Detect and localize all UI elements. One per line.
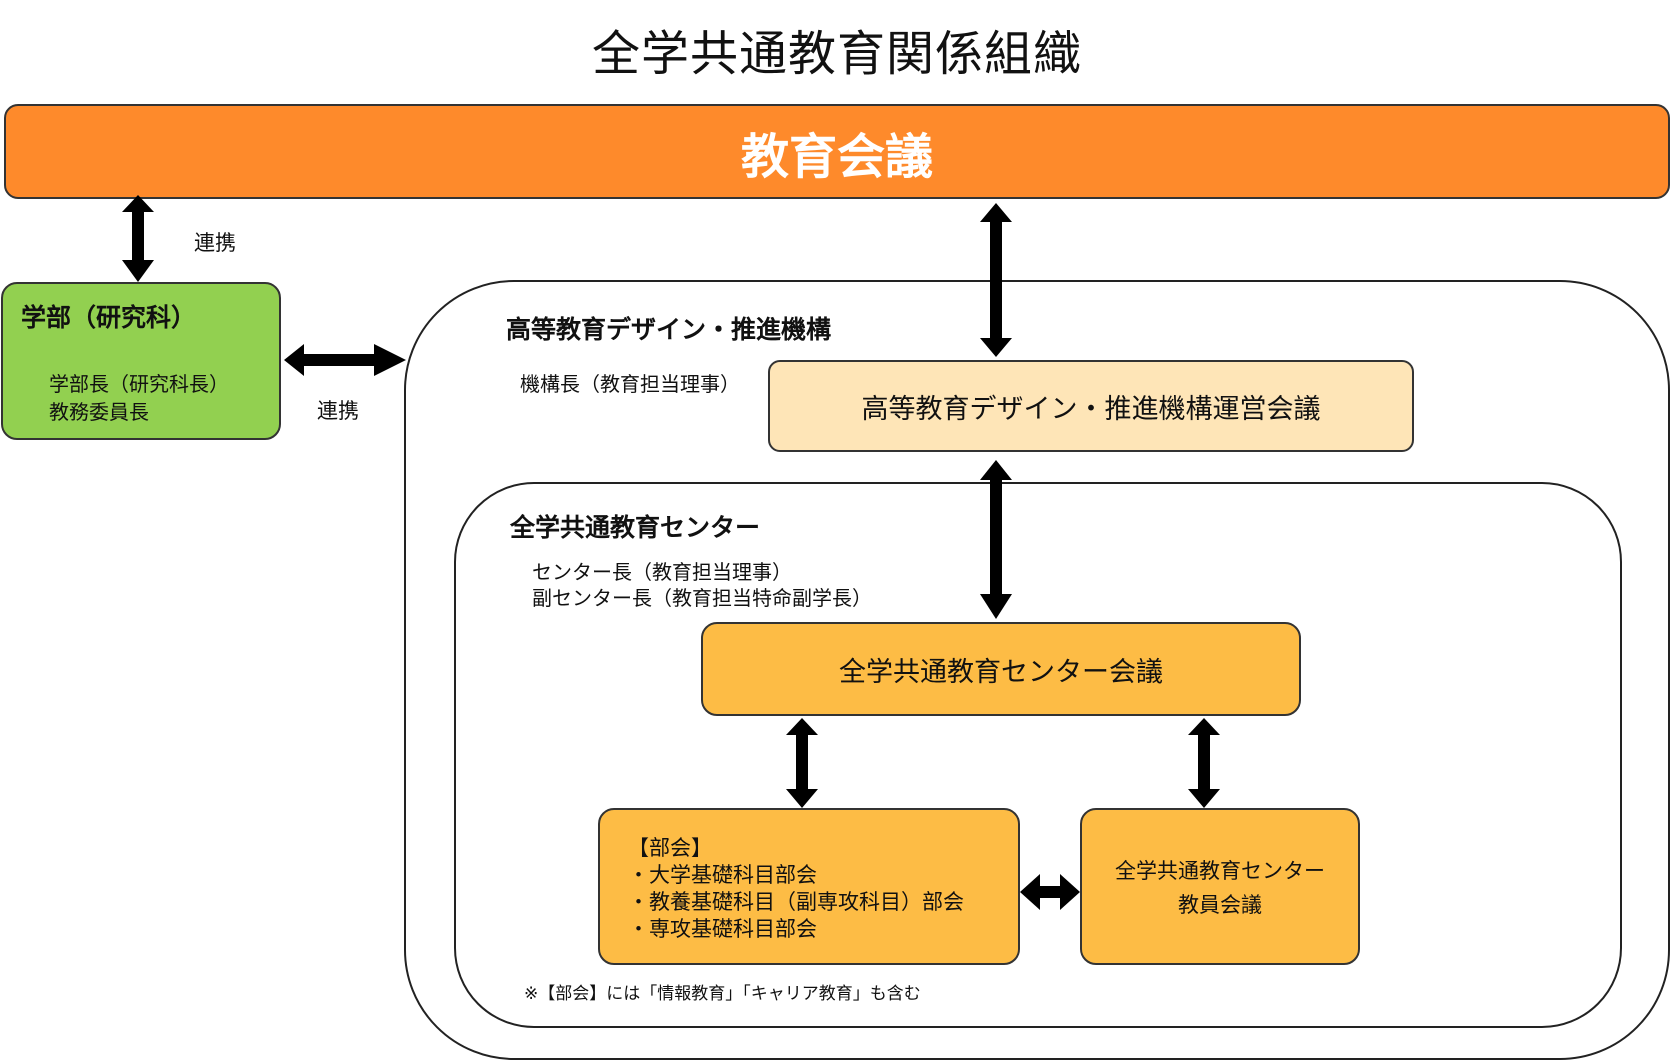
faculty-line-dean: 学部長（研究科長） bbox=[49, 372, 229, 396]
liaison-label-top: 連携 bbox=[194, 231, 236, 255]
arrow-center-subcommittee bbox=[786, 718, 818, 808]
faculty-line-committee: 教務委員長 bbox=[49, 400, 149, 424]
arrow-council-faculty bbox=[122, 195, 154, 282]
center-council-box: 全学共通教育センター会議 bbox=[701, 622, 1301, 716]
center-title: 全学共通教育センター bbox=[510, 513, 761, 542]
arrow-faculty-organization bbox=[284, 344, 406, 376]
arrow-center-faculty-council bbox=[1188, 718, 1220, 808]
arrow-council-organization bbox=[980, 203, 1012, 357]
subcommittee-box: 【部会】 ・大学基礎科目部会 ・教養基礎科目（副専攻科目）部会 ・専攻基礎科目部… bbox=[598, 808, 1020, 965]
organization-council-box: 高等教育デザイン・推進機構運営会議 bbox=[768, 360, 1414, 452]
center-council-label: 全学共通教育センター会議 bbox=[839, 656, 1163, 688]
arrow-subcommittee-faculty-council bbox=[1020, 874, 1080, 910]
arrow-organization-center bbox=[980, 460, 1012, 619]
liaison-label-mid: 連携 bbox=[317, 399, 359, 423]
education-council-label: 教育会議 bbox=[740, 128, 933, 185]
faculty-title: 学部（研究科） bbox=[21, 303, 197, 332]
center-faculty-council-line-2: 教員会議 bbox=[1178, 892, 1262, 917]
subcommittee-header: 【部会】 bbox=[628, 836, 712, 860]
subcommittee-item-1: ・大学基礎科目部会 bbox=[628, 863, 817, 887]
organization-council-label: 高等教育デザイン・推進機構運営会議 bbox=[861, 393, 1321, 425]
center-head-director: センター長（教育担当理事） bbox=[532, 560, 792, 584]
organization-title: 高等教育デザイン・推進機構 bbox=[506, 315, 832, 344]
page-title: 全学共通教育関係組織 bbox=[591, 26, 1082, 82]
center-faculty-council-box: 全学共通教育センター 教員会議 bbox=[1080, 808, 1360, 965]
center-faculty-council-line-1: 全学共通教育センター bbox=[1115, 858, 1325, 883]
subcommittee-note: ※【部会】には「情報教育」「キャリア教育」も含む bbox=[524, 984, 921, 1004]
faculty-box: 学部（研究科） 学部長（研究科長） 教務委員長 bbox=[1, 282, 281, 440]
subcommittee-item-3: ・専攻基礎科目部会 bbox=[628, 917, 817, 941]
education-council-box: 教育会議 bbox=[4, 104, 1670, 199]
organization-head: 機構長（教育担当理事） bbox=[520, 372, 740, 396]
center-head-deputy: 副センター長（教育担当特命副学長） bbox=[532, 586, 872, 610]
subcommittee-item-2: ・教養基礎科目（副専攻科目）部会 bbox=[628, 890, 964, 914]
